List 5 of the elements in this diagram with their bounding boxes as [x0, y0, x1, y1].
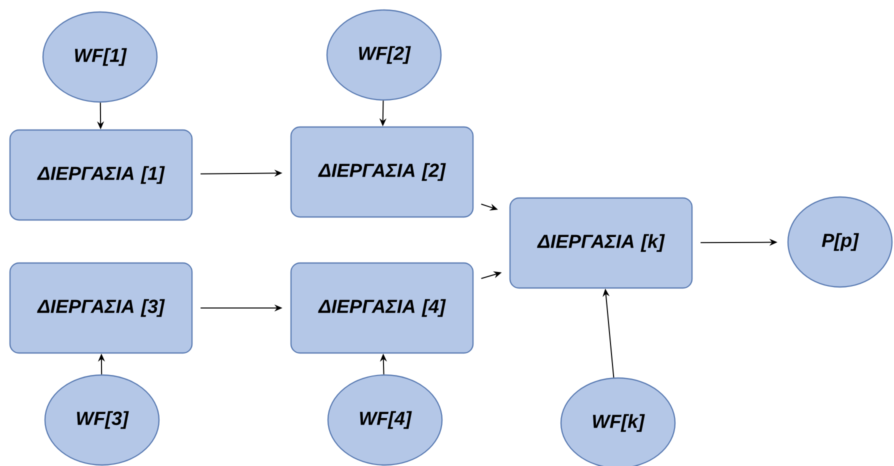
- process-box: ΔΙΕΡΓΑΣΙΑ [4]: [290, 262, 474, 354]
- process-box: ΔΙΕΡΓΑΣΙΑ [3]: [9, 262, 193, 354]
- process-box: ΔΙΕΡΓΑΣΙΑ [k]: [509, 197, 693, 289]
- process-box: ΔΙΕΡΓΑΣΙΑ [1]: [9, 129, 193, 221]
- process-box: ΔΙΕΡΓΑΣΙΑ [2]: [290, 126, 474, 218]
